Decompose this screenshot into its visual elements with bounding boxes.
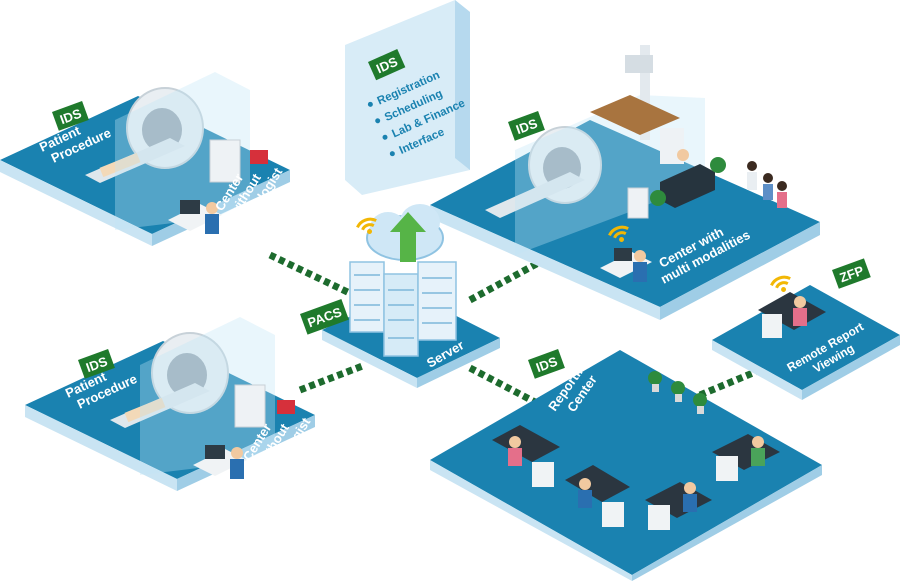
plant-icon <box>710 157 726 173</box>
mri-scanner-icon <box>485 126 602 218</box>
workstation-icon <box>600 248 652 282</box>
cabinet-icon <box>209 139 241 183</box>
plant-icon <box>693 393 707 414</box>
workstation-icon <box>645 482 712 530</box>
svg-text:ZFP: ZFP <box>837 263 866 286</box>
link-top-left-server <box>268 251 362 302</box>
mri-scanner-icon <box>110 332 229 428</box>
workstation-icon <box>565 465 630 527</box>
workstation-icon <box>758 292 826 338</box>
server-racks-icon <box>349 261 457 357</box>
network-links <box>268 251 762 406</box>
node-top-left: Patient Procedure Center without Radiolo… <box>0 72 290 246</box>
upload-arrow-icon <box>390 212 426 262</box>
plant-icon <box>648 371 662 392</box>
tag-ids-top-right: IDS <box>507 111 545 141</box>
cabinet-icon <box>627 187 649 219</box>
node-remote-viewing: Remote Report Viewing <box>712 275 900 400</box>
reporting-desks <box>492 425 780 530</box>
tag-ids-top-left: IDS <box>52 101 89 131</box>
workstation-icon <box>712 434 780 481</box>
wifi-icon <box>356 217 377 234</box>
ids-card-tag: IDS <box>368 48 406 81</box>
mri-scanner-icon <box>85 87 204 183</box>
node-reporting-center: Reporting Center <box>430 350 822 581</box>
link-bottom-left-server <box>298 361 367 394</box>
node-bottom-left: Patient Procedure Center without Radiolo… <box>25 317 315 491</box>
wifi-icon <box>608 225 629 242</box>
glass-partition <box>115 72 250 230</box>
workstation-icon <box>168 200 222 234</box>
link-server-top-right <box>468 258 542 304</box>
node-top-right: Center with multi modalities <box>430 45 820 320</box>
glass-partition <box>140 317 275 475</box>
glass-partition <box>515 95 705 255</box>
tag-ids-bottom-left: IDS <box>78 349 115 379</box>
reception-desk-icon <box>660 149 715 208</box>
link-server-reporting <box>468 364 537 406</box>
node-server: Server <box>322 204 500 388</box>
plant-icon <box>650 190 666 206</box>
tag-ids-reporting: IDS <box>528 349 565 379</box>
cart-icon <box>250 150 268 164</box>
link-reporting-remote <box>698 366 762 399</box>
svg-text:IDS: IDS <box>58 106 84 128</box>
svg-text:IDS: IDS <box>84 354 110 376</box>
wifi-icon <box>770 275 791 292</box>
plant-icon <box>671 381 685 402</box>
svg-text:IDS: IDS <box>514 116 540 138</box>
cart-icon <box>277 400 295 414</box>
workstation-icon <box>492 425 560 487</box>
cabinet-icon <box>234 384 266 428</box>
waiting-people-icon <box>747 161 787 208</box>
tag-zfp: ZFP <box>832 258 871 289</box>
ids-info-card: IDS Registration Scheduling Lab & Financ… <box>345 0 470 195</box>
label-center-without-radiologist: Center without Radiologist <box>238 398 314 482</box>
svg-text:IDS: IDS <box>534 354 560 376</box>
workstation-icon <box>193 445 247 479</box>
